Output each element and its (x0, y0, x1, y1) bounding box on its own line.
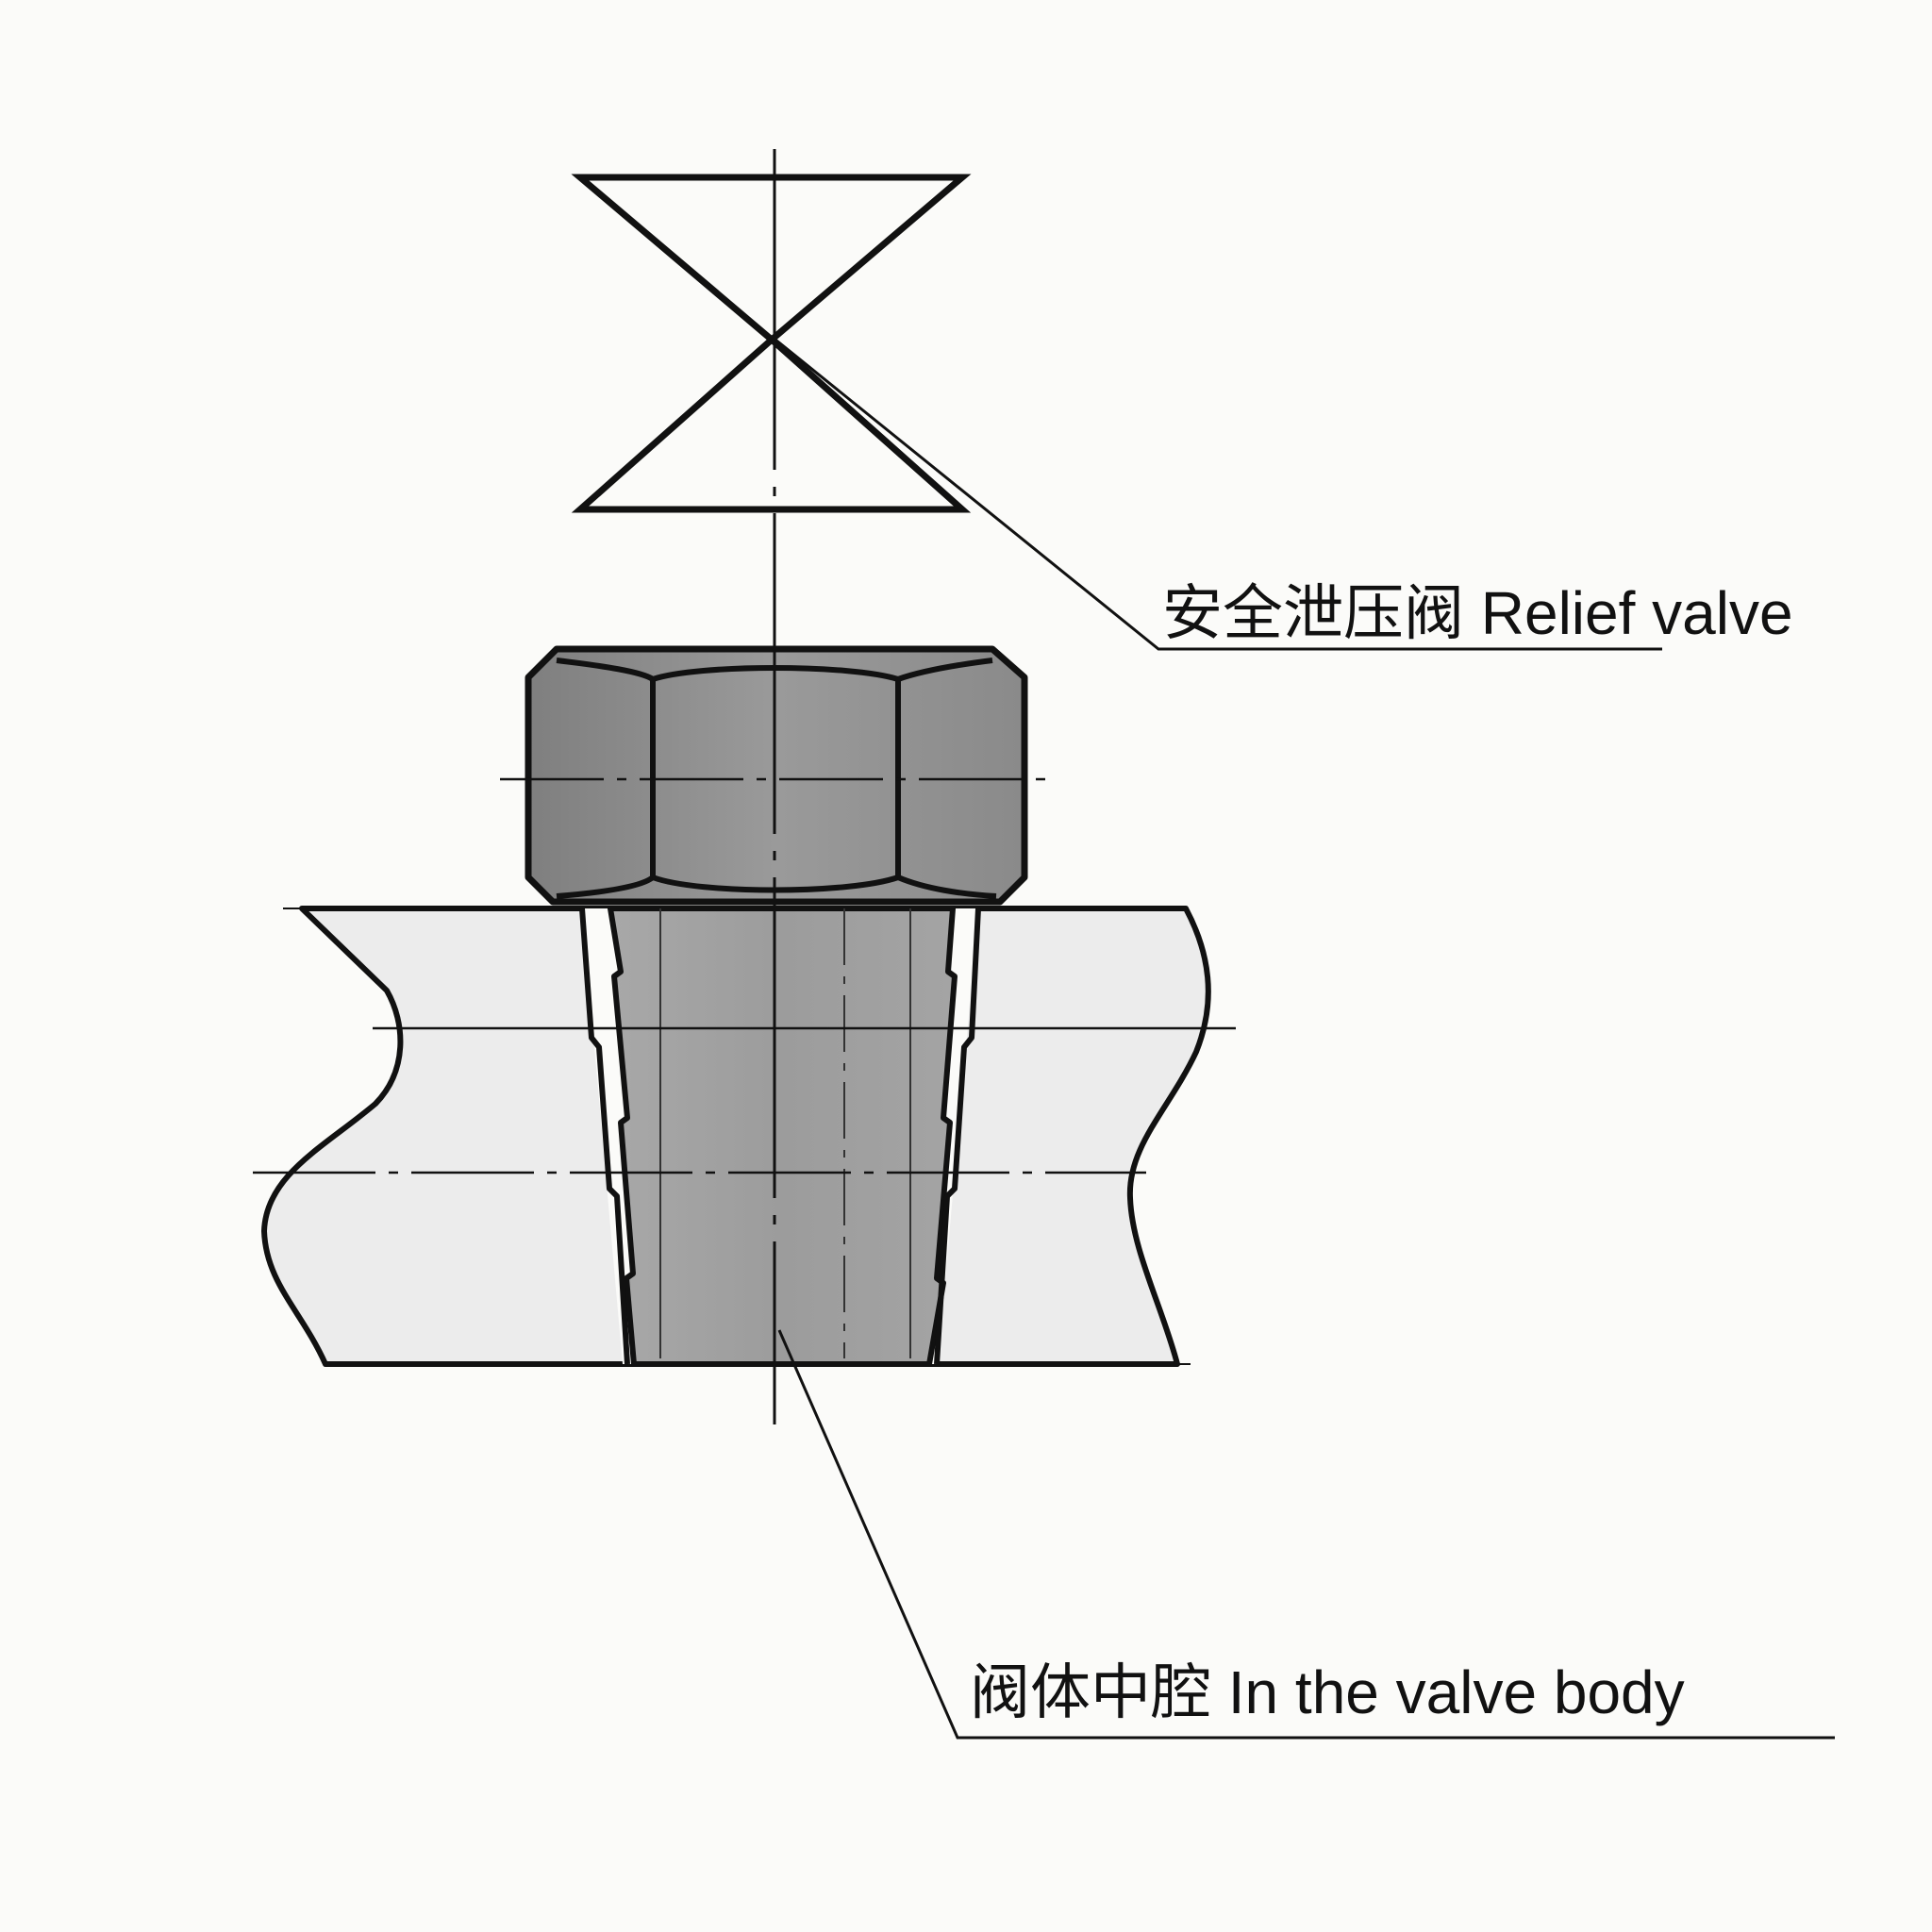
bore-wall-right (934, 908, 981, 1365)
bore-wall-left (579, 908, 630, 1365)
leader-line-relief-valve (774, 338, 1662, 651)
relief-valve-label: 安全泄压阀 Relief valve (1162, 579, 1793, 647)
valve-body-cavity-label: 阀体中腔 In the valve body (970, 1658, 1685, 1726)
plug-body (608, 906, 958, 1367)
leader-line-valve-body (777, 1329, 1835, 1740)
valve-symbol-icon (571, 174, 972, 513)
hex-nut (525, 645, 1028, 906)
